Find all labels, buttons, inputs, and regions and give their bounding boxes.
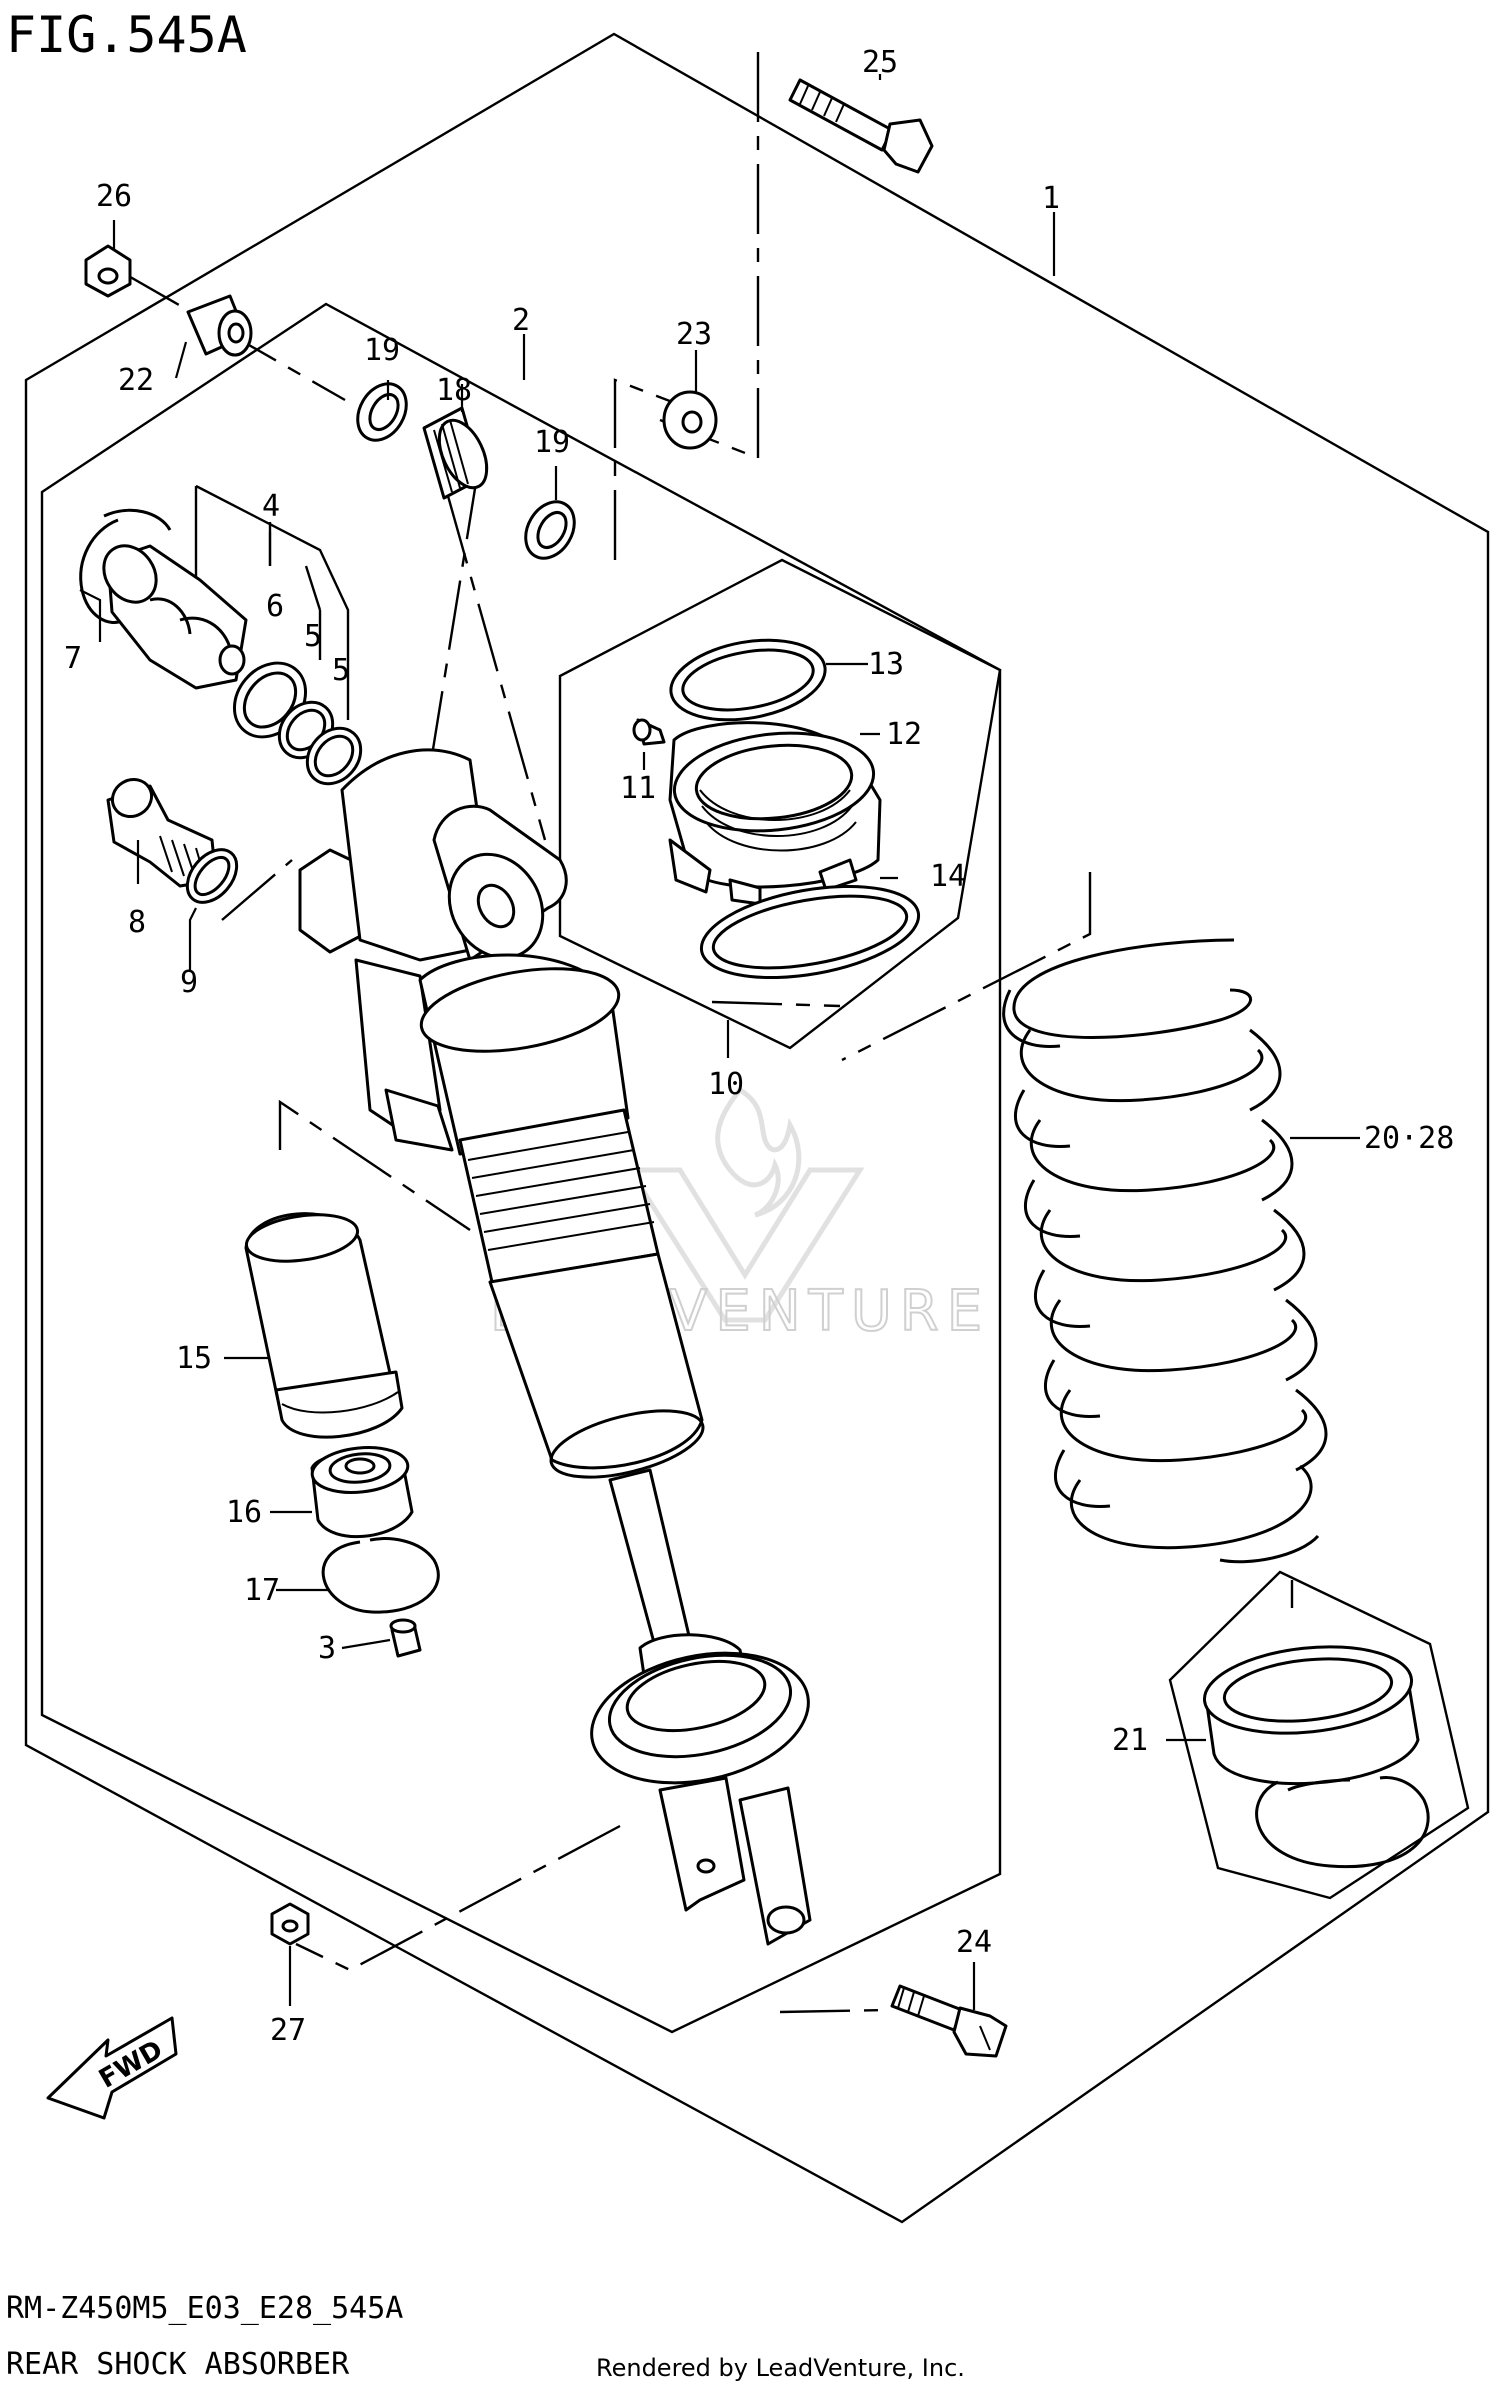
inner-shock-box: [40, 302, 1002, 2034]
washer-23-icon: [662, 390, 718, 450]
callout-26: 26: [96, 179, 132, 214]
o-ring-14-icon: [699, 884, 921, 980]
callout-16: 16: [226, 1495, 262, 1530]
alignment-line-hose: [221, 859, 293, 921]
callout-5-upper: 5: [304, 619, 322, 654]
callout-22: 22: [118, 363, 154, 398]
callout-20-28: 20·28: [1364, 1121, 1454, 1156]
o-ring-9-icon: [185, 848, 239, 904]
callout-6: 6: [266, 589, 284, 624]
alignment-line-adjuster: [711, 1000, 841, 1008]
spring-stop-ring-13-icon: [669, 638, 827, 722]
coil-spring-20-28-icon: [1002, 938, 1328, 1564]
callout-10: 10: [708, 1067, 744, 1102]
callout-23: 23: [676, 317, 712, 352]
callout-25: 25: [862, 45, 898, 80]
callout-12: 12: [886, 717, 922, 752]
callout-19-right: 19: [534, 425, 570, 460]
callout-11: 11: [620, 771, 656, 806]
alignment-line-lower: [295, 1824, 621, 1972]
callout-19-left: 19: [364, 333, 400, 368]
callout-7: 7: [64, 641, 82, 676]
callout-2: 2: [512, 303, 530, 338]
callout-27: 27: [270, 2013, 306, 2048]
bump-rubber-4-icon: [102, 544, 248, 690]
spring-adjuster-box: [558, 558, 1002, 1050]
bolt-24-icon: [890, 1984, 1008, 2058]
alignment-line-reservoir: [278, 1099, 471, 1231]
callout-8: 8: [128, 905, 146, 940]
oil-seal-19-upper-icon: [356, 382, 408, 442]
callout-3: 3: [318, 1631, 336, 1666]
callout-9: 9: [180, 965, 198, 1000]
model-code: RM-Z450M5_E03_E28_545A: [6, 2291, 403, 2326]
outer-assembly-box: [24, 32, 1490, 2224]
nut-26-icon: [84, 244, 132, 298]
alignment-line-upper: [613, 378, 689, 560]
shock-body-2-icon: [298, 748, 812, 1946]
o-ring-5-lower-icon: [305, 726, 363, 786]
circlip-17-icon: [321, 1537, 440, 1614]
spring-guide-21-icon: [1202, 1645, 1430, 1869]
callout-14: 14: [930, 859, 966, 894]
leader-lines: [79, 74, 1360, 2010]
callout-24: 24: [956, 1925, 992, 1960]
callout-1: 1: [1042, 181, 1060, 216]
spring-guide-box: [1168, 1570, 1470, 1900]
callout-21: 21: [1112, 1723, 1148, 1758]
alignment-line-top-eye-2: [446, 495, 547, 841]
callout-17: 17: [244, 1573, 280, 1608]
callout-4: 4: [262, 489, 280, 524]
figure-title: FIG.545A: [6, 6, 247, 64]
alignment-line-spring: [841, 872, 1092, 1062]
bolt-25-icon: [788, 78, 934, 174]
callout-labels: 1 2 3 4 5 5 6 7 8 9 10 11 12 13 14 15 16…: [64, 45, 1454, 2048]
screw-11-icon: [632, 718, 666, 746]
seal-group-bracket: [195, 484, 350, 720]
collar-22-icon: [186, 294, 253, 357]
callout-15: 15: [176, 1341, 212, 1376]
oil-seal-19-lower-icon: [524, 500, 576, 560]
callout-13: 13: [868, 647, 904, 682]
alignment-line-bolt-24: [779, 2008, 891, 2014]
alignment-line-top-eye: [418, 469, 480, 831]
callout-5-lower: 5: [332, 653, 350, 688]
diagram-title: REAR SHOCK ABSORBER: [6, 2347, 350, 2382]
nut-27-icon: [270, 1902, 310, 1946]
reservoir-cap-16-icon: [310, 1446, 414, 1539]
spring-adjuster-nut-12-icon: [668, 721, 882, 906]
render-credit: Rendered by LeadVenture, Inc.: [596, 2354, 965, 2382]
needle-bearing-18-icon: [422, 406, 489, 500]
valve-3-icon: [389, 1618, 422, 1658]
reservoir-cylinder-15-icon: [244, 1212, 404, 1439]
callout-18: 18: [436, 373, 472, 408]
fwd-arrow-icon: FWD: [46, 2016, 178, 2120]
